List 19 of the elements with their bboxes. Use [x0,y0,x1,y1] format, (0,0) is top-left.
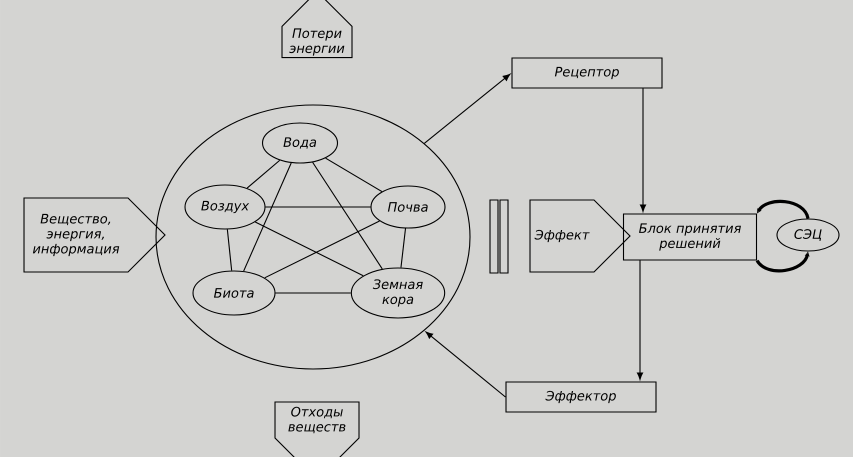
arrow [426,332,506,398]
connector-line [226,229,232,271]
effector-box: Эффектор [505,381,657,413]
decision-box: Блок принятия решений [622,213,758,261]
connector-line [312,162,383,270]
arrow [640,88,646,212]
connector-line [325,158,382,192]
arrow [636,260,644,380]
connector-line [246,160,280,189]
receptor-box: Рецептор [511,57,663,89]
connector-line [255,222,364,276]
connector-line [400,228,406,268]
arrow [424,74,510,144]
connector-line [243,162,292,272]
cycle-arrow [757,200,810,219]
connector-line [264,220,380,278]
system-circle [155,104,471,370]
connector-line [276,292,351,294]
connector-line [266,206,370,208]
